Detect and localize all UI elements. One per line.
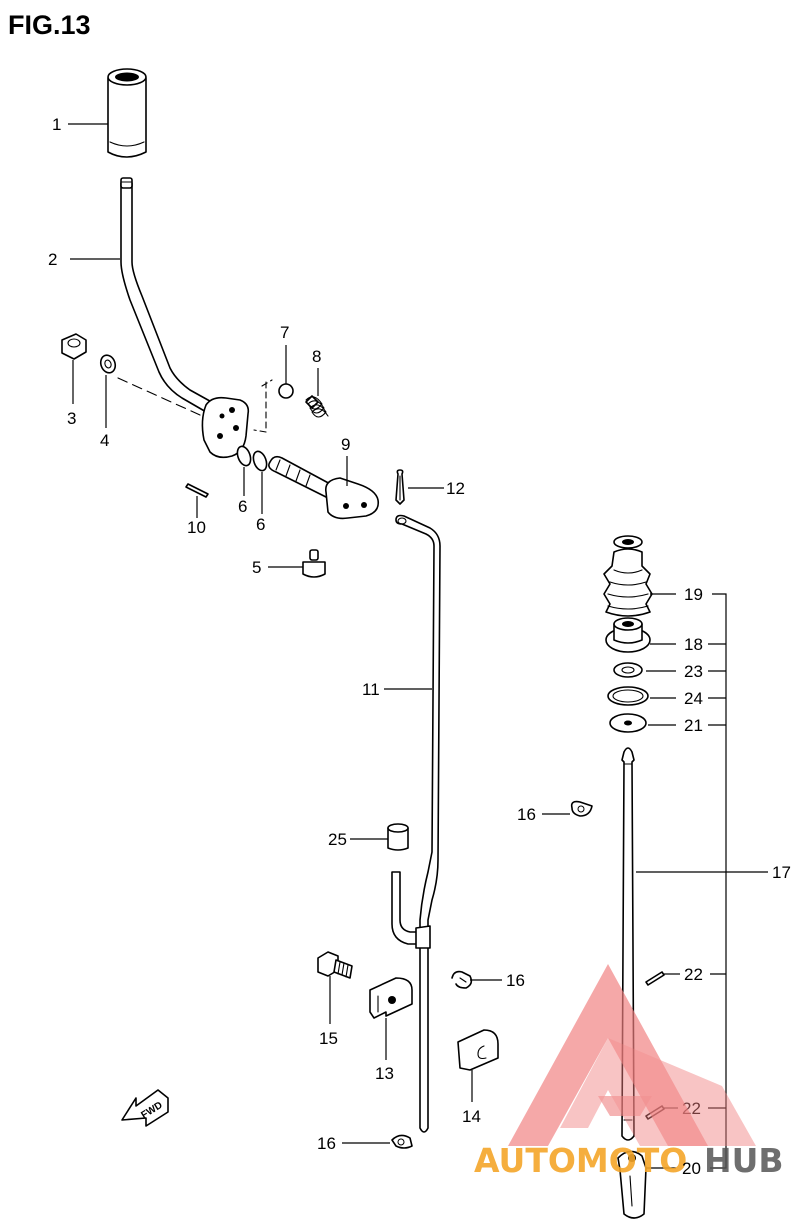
callout-16b: 16 bbox=[506, 971, 525, 990]
part-13-clip-bracket bbox=[369, 977, 413, 1019]
callout-13: 13 bbox=[375, 1064, 394, 1083]
part-21-washer bbox=[609, 713, 647, 733]
part-23-washer bbox=[613, 662, 643, 678]
callout-23: 23 bbox=[684, 662, 703, 681]
part-16-e-clip-a bbox=[570, 800, 593, 817]
part-3-nut bbox=[61, 333, 87, 360]
callout-21: 21 bbox=[684, 716, 703, 735]
callout-20: 20 bbox=[682, 1159, 701, 1178]
callout-6a: 6 bbox=[238, 497, 247, 516]
part-22-pin-a bbox=[645, 971, 665, 986]
watermark-text: AUTOMOTO HUB bbox=[474, 1141, 784, 1180]
callout-2: 2 bbox=[48, 250, 57, 269]
callout-6b: 6 bbox=[256, 515, 265, 534]
part-1-grip bbox=[107, 68, 147, 158]
part-16-e-clip-c bbox=[391, 1134, 413, 1149]
rod-connector-bend bbox=[391, 871, 431, 949]
part-7-ball bbox=[278, 383, 294, 399]
figure-title: FIG.13 bbox=[8, 10, 91, 40]
part-12-cotter-pin bbox=[395, 469, 405, 505]
callout-19: 19 bbox=[684, 585, 703, 604]
lever-base-plate bbox=[201, 396, 250, 459]
part-16-e-clip-b bbox=[451, 970, 473, 989]
watermark-logo bbox=[508, 964, 756, 1146]
callout-22a: 22 bbox=[684, 965, 703, 984]
part-2-shift-lever bbox=[120, 177, 227, 421]
group-bracket-17 bbox=[710, 593, 727, 1169]
part-14-clip bbox=[457, 1029, 499, 1071]
callout-7: 7 bbox=[280, 323, 289, 342]
watermark-brand-a: AUTOMOTO bbox=[474, 1141, 687, 1180]
part-24-o-ring bbox=[607, 686, 649, 706]
part-25-bushing bbox=[387, 823, 409, 851]
part-6-o-ring-b bbox=[252, 450, 268, 472]
callout-3: 3 bbox=[67, 409, 76, 428]
callout-16c: 16 bbox=[317, 1134, 336, 1153]
callout-10: 10 bbox=[187, 518, 206, 537]
callout-11: 11 bbox=[362, 680, 380, 699]
part-19-boot bbox=[603, 535, 653, 617]
group-bracket-ticks bbox=[708, 643, 726, 1109]
part-6-o-ring-a bbox=[236, 445, 252, 467]
part-18-seal bbox=[605, 617, 651, 653]
callout-15: 15 bbox=[319, 1029, 338, 1048]
callout-9: 9 bbox=[341, 435, 350, 454]
callout-4: 4 bbox=[100, 431, 109, 450]
part-15-bolt bbox=[317, 951, 353, 979]
callout-24: 24 bbox=[684, 689, 703, 708]
callout-17: 17 bbox=[772, 863, 791, 882]
callout-1: 1 bbox=[52, 115, 61, 134]
part-5-grease-nipple bbox=[302, 549, 326, 578]
callout-5: 5 bbox=[252, 558, 261, 577]
callout-18: 18 bbox=[684, 635, 703, 654]
part-10-pin bbox=[185, 483, 209, 498]
part-11-shift-rod bbox=[395, 514, 441, 1133]
part-4-washer bbox=[99, 354, 117, 374]
part-20-shift-link bbox=[617, 1150, 647, 1219]
callout-8: 8 bbox=[312, 347, 321, 366]
callout-14: 14 bbox=[462, 1107, 481, 1126]
callout-12: 12 bbox=[446, 479, 465, 498]
fwd-direction-marker: FWD bbox=[121, 1089, 169, 1127]
callout-25: 25 bbox=[328, 830, 347, 849]
part-9-shift-shaft bbox=[268, 455, 380, 520]
callout-16a: 16 bbox=[517, 805, 536, 824]
part-8-spring bbox=[305, 395, 329, 418]
watermark-brand-b: HUB bbox=[704, 1141, 784, 1180]
alignment-dash-7 bbox=[253, 379, 273, 433]
